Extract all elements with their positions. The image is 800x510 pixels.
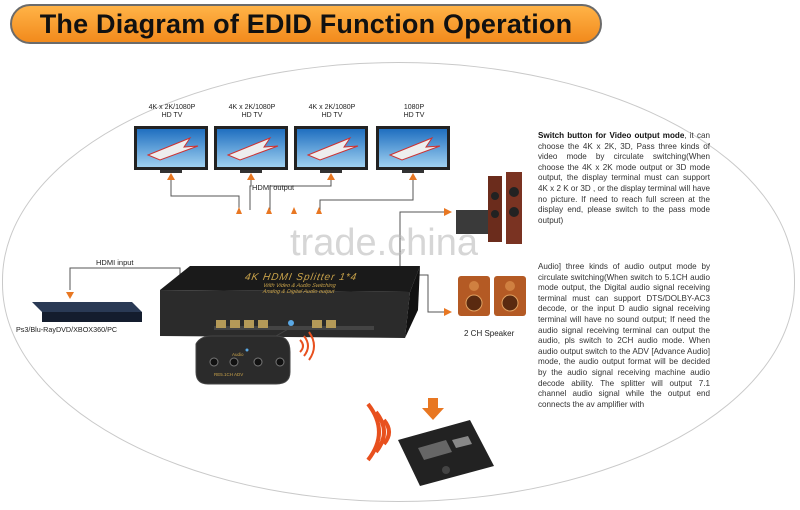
source-device-label: Ps3/Blu-RayDVD/XBOX360/PC bbox=[16, 325, 118, 334]
diagram-frame bbox=[2, 62, 795, 502]
wireless-icon-large bbox=[366, 402, 391, 462]
panel-audio-label: Audio bbox=[232, 352, 244, 357]
device-name: 4K HDMI Splitter 1*4 bbox=[243, 272, 359, 283]
title-banner: The Diagram of EDID Function Operation bbox=[10, 4, 602, 44]
tv-2-resolution: 4K x 2K/1080P bbox=[228, 104, 276, 111]
tv-2 bbox=[214, 126, 288, 173]
source-device bbox=[32, 302, 142, 322]
speaker-arrow-top bbox=[444, 208, 452, 216]
video-mode-text: , it can choose the 4K x 2K, 3D, Pass th… bbox=[538, 131, 710, 225]
hdmi-input-line bbox=[69, 267, 181, 290]
tv-label-2: 4K x 2K/1080P HD TV bbox=[216, 104, 288, 120]
down-arrow-icon bbox=[422, 398, 444, 420]
button-panel-zoom bbox=[195, 327, 291, 385]
tv-label-3: 4K x 2K/1080P HD TV bbox=[296, 104, 368, 120]
tv-3 bbox=[294, 126, 368, 173]
tv-4-resolution: 1080P bbox=[403, 104, 425, 111]
wireless-icon-small bbox=[299, 331, 315, 361]
speaker-label: 2 CH Speaker bbox=[464, 329, 515, 338]
speaker-line-top bbox=[399, 211, 446, 268]
page-title: The Diagram of EDID Function Operation bbox=[39, 8, 573, 39]
tv-4-type: HD TV bbox=[403, 112, 425, 119]
video-mode-heading: Switch button for Video output mode bbox=[538, 131, 685, 140]
tower-speakers bbox=[456, 172, 522, 244]
tv-1-type: HD TV bbox=[161, 112, 183, 119]
audio-mode-description: Audio] three kinds of audio output mode … bbox=[538, 262, 710, 409]
tv-label-1: 4K x 2K/1080P HD TV bbox=[136, 104, 208, 120]
tv-4 bbox=[376, 126, 450, 173]
tv-label-4: 1080P HD TV bbox=[378, 104, 450, 120]
device-label: 4K HDMI Splitter 1*4 With Video & Audio … bbox=[198, 272, 402, 295]
panel-mode-label: RE5.1CH ADV bbox=[214, 372, 244, 377]
watermark: trade.china bbox=[290, 222, 479, 264]
hdmi-output-lines bbox=[170, 176, 414, 210]
stereo-speakers bbox=[458, 276, 526, 316]
input-arrow bbox=[66, 292, 74, 299]
video-mode-description: Switch button for Video output mode, it … bbox=[538, 131, 710, 226]
tv-3-type: HD TV bbox=[321, 112, 343, 119]
speaker-arrow-bottom bbox=[444, 308, 452, 316]
hdmi-input-label: HDMI input bbox=[96, 258, 134, 267]
tv-3-resolution: 4K x 2K/1080P bbox=[308, 104, 356, 111]
device-subtitle-2: Analog & Digital Audio output bbox=[262, 289, 335, 295]
device-ports bbox=[216, 320, 336, 328]
output-arrows bbox=[167, 173, 417, 214]
hdmi-output-label: HDMI output bbox=[252, 183, 295, 192]
tv-2-type: HD TV bbox=[241, 112, 263, 119]
tv-1 bbox=[134, 126, 208, 173]
tv-1-resolution: 4K x 2K/1080P bbox=[148, 104, 196, 111]
remote-control bbox=[398, 420, 494, 486]
